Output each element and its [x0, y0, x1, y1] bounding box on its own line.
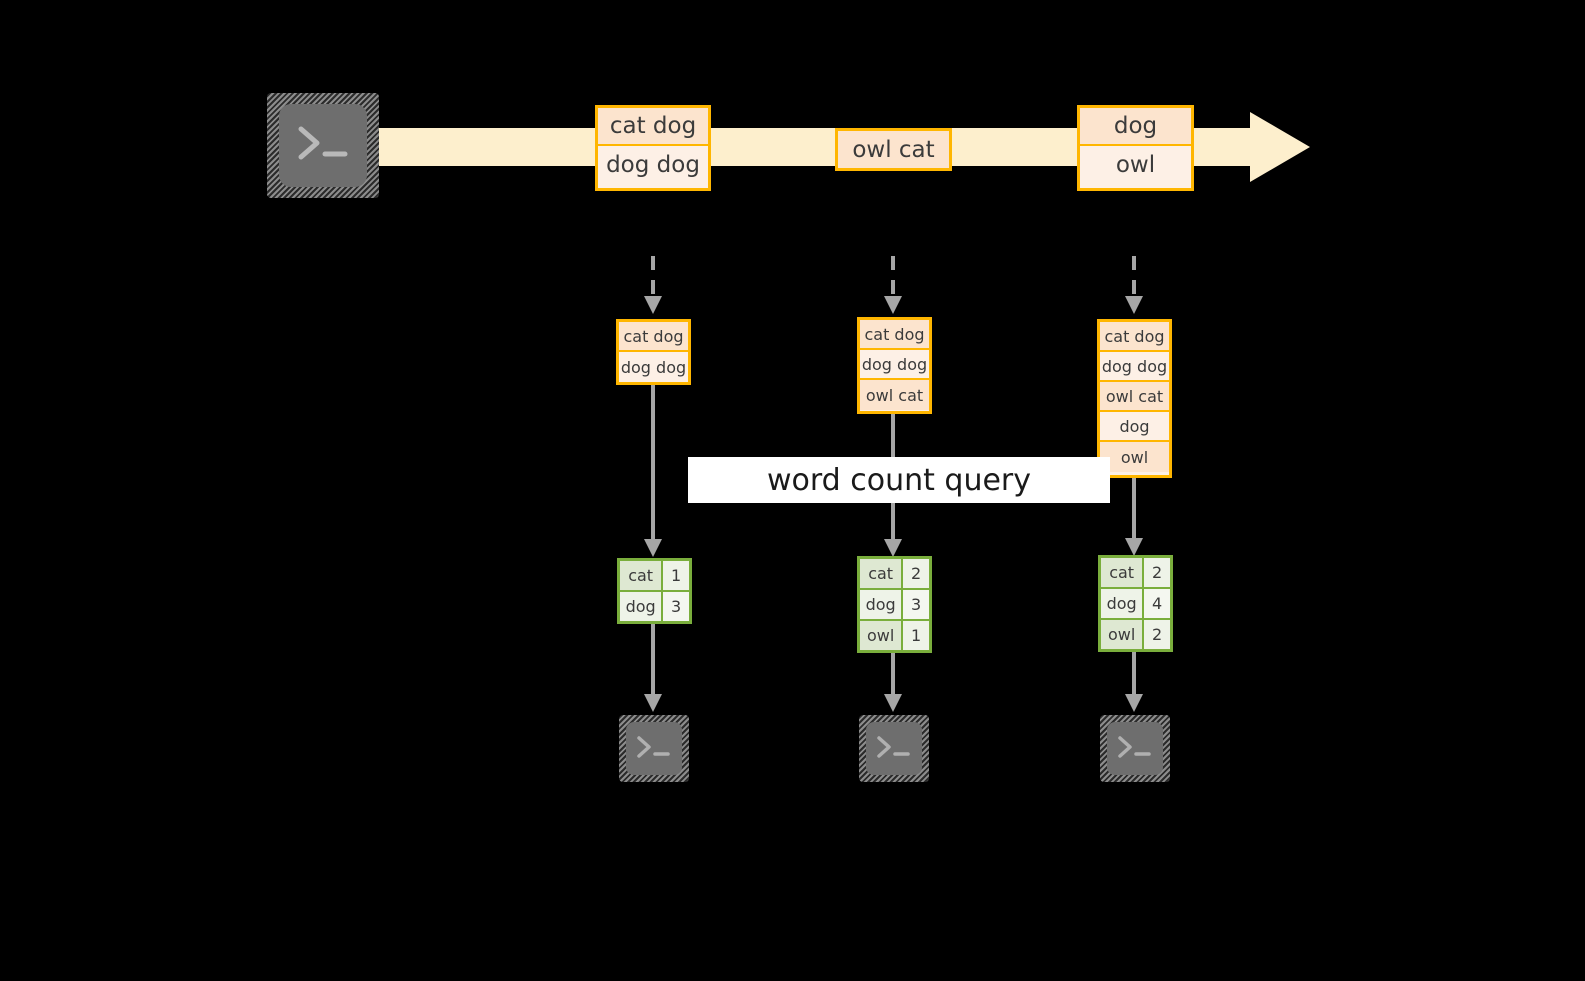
terminal-screen [626, 722, 682, 775]
stage-3-sink-terminal-icon[interactable] [1100, 715, 1170, 782]
result-word: owl [860, 621, 904, 650]
source-terminal-icon[interactable] [267, 93, 379, 198]
stream-batch-3: dog owl [1077, 105, 1194, 191]
stage-2-result-table: cat 2 dog 3 owl 1 [857, 556, 932, 653]
input-row: cat dog [860, 320, 929, 350]
stream-record: dog [1080, 108, 1191, 146]
result-row: cat 1 [620, 561, 689, 592]
result-row: dog 3 [860, 590, 929, 621]
result-count: 1 [663, 561, 689, 590]
input-row: owl cat [1100, 382, 1169, 412]
result-row: cat 2 [1101, 558, 1170, 589]
result-word: owl [1101, 620, 1145, 649]
result-count: 2 [1144, 620, 1170, 649]
stream-record: cat dog [598, 108, 708, 146]
result-word: dog [1101, 589, 1145, 618]
query-label: word count query [688, 457, 1110, 503]
stage-3-ingest-arrow [1125, 256, 1143, 314]
result-word: dog [860, 590, 904, 619]
input-row: owl cat [860, 380, 929, 410]
stage-2-input-table: cat dog dog dog owl cat [857, 317, 932, 414]
stage-1-sink-arrow [644, 624, 662, 712]
result-count: 1 [903, 621, 929, 650]
stage-2-sink-terminal-icon[interactable] [859, 715, 929, 782]
result-row: cat 2 [860, 559, 929, 590]
result-word: dog [620, 592, 664, 621]
terminal-prompt-glyph [637, 736, 670, 758]
stream-record: owl cat [838, 131, 949, 168]
stage-1-ingest-arrow [644, 256, 662, 314]
result-count: 4 [1144, 589, 1170, 618]
input-row: dog dog [619, 352, 688, 382]
terminal-screen [1107, 722, 1163, 775]
result-word: cat [620, 561, 664, 590]
terminal-screen [279, 104, 367, 187]
stage-3-result-table: cat 2 dog 4 owl 2 [1098, 555, 1173, 652]
query-label-text: word count query [766, 462, 1032, 498]
result-row: dog 4 [1101, 589, 1170, 620]
stage-1-result-table: cat 1 dog 3 [617, 558, 692, 624]
result-row: owl 2 [1101, 620, 1170, 649]
stream-batch-1: cat dog dog dog [595, 105, 711, 191]
result-word: cat [1101, 558, 1145, 587]
terminal-screen [866, 722, 922, 775]
stream-record: owl [1080, 146, 1191, 184]
input-row: dog dog [860, 350, 929, 380]
input-row: dog [1100, 412, 1169, 442]
stage-3-query-arrow [1125, 478, 1143, 556]
stage-3-input-table: cat dog dog dog owl cat dog owl [1097, 319, 1172, 478]
terminal-prompt-glyph [877, 736, 910, 758]
stream-batch-2: owl cat [835, 128, 952, 171]
stream-record: dog dog [598, 146, 708, 184]
result-word: cat [860, 559, 904, 588]
stage-3-sink-arrow [1125, 652, 1143, 712]
result-count: 2 [903, 559, 929, 588]
input-row: cat dog [619, 322, 688, 352]
stage-1-input-table: cat dog dog dog [616, 319, 691, 385]
stage-2-ingest-arrow [884, 256, 902, 314]
result-count: 3 [663, 592, 689, 621]
result-count: 2 [1144, 558, 1170, 587]
stage-1-query-arrow [644, 385, 662, 557]
terminal-prompt-glyph [1118, 736, 1151, 758]
input-row: cat dog [1100, 322, 1169, 352]
stage-1-sink-terminal-icon[interactable] [619, 715, 689, 782]
result-row: dog 3 [620, 592, 689, 621]
input-row: dog dog [1100, 352, 1169, 382]
stage-2-sink-arrow [884, 653, 902, 712]
result-count: 3 [903, 590, 929, 619]
result-row: owl 1 [860, 621, 929, 650]
terminal-prompt-glyph [298, 126, 348, 160]
input-row: owl [1100, 442, 1169, 472]
